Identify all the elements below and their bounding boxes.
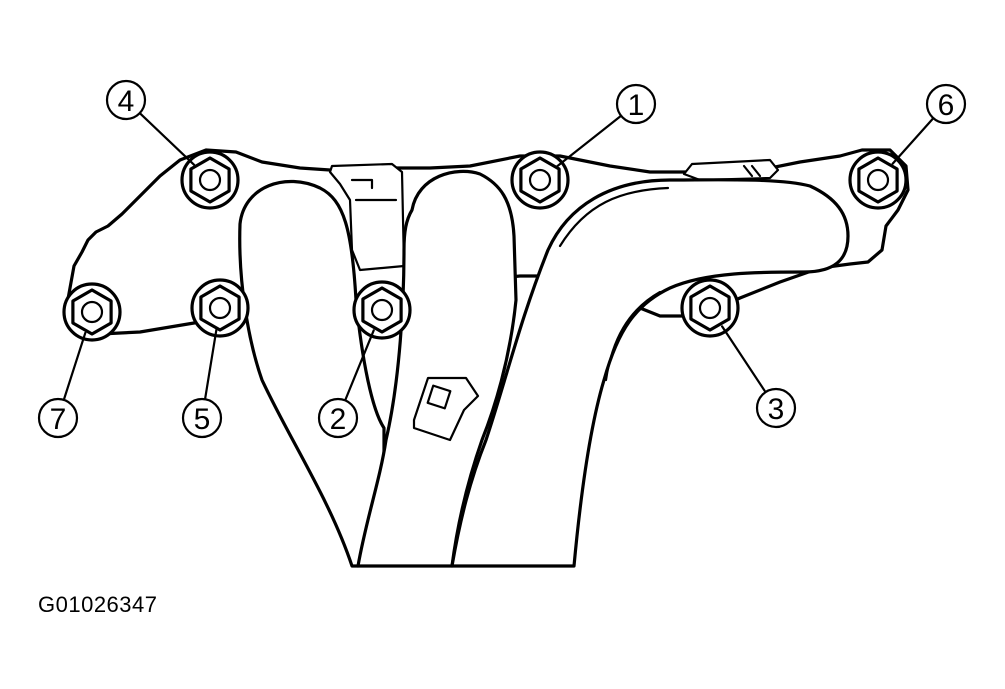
nut-2	[352, 280, 412, 340]
nut-3	[680, 278, 740, 338]
callout-circle-3	[755, 387, 797, 429]
callout-label-4: 4	[118, 85, 135, 118]
callout-circle-6	[925, 83, 967, 125]
bracket-right-detail	[742, 164, 762, 178]
callout-label-7: 7	[50, 403, 67, 436]
bracket-left-detail	[350, 178, 398, 202]
nut-group	[62, 150, 908, 342]
callout-label-6: 6	[938, 89, 955, 122]
leader-line-2	[344, 329, 375, 401]
sensor-boss-nut	[426, 384, 452, 410]
nut-stud-7	[80, 300, 104, 324]
nut-stud-3	[698, 296, 722, 320]
heat-shield-bracket-left	[328, 162, 406, 272]
callout-label-2: 2	[330, 403, 347, 436]
leader-line-1	[556, 115, 622, 168]
nut-1	[510, 150, 570, 210]
nut-5	[190, 278, 250, 338]
callout-circle-5	[181, 397, 223, 439]
figure-code: G01026347	[38, 592, 158, 617]
runner-tube-3-inner	[558, 186, 670, 382]
callout-label-5: 5	[194, 403, 211, 436]
callout-circle-1	[615, 83, 657, 125]
nut-stud-5	[208, 296, 232, 320]
callout-circle-7	[37, 397, 79, 439]
callout-label-3: 3	[768, 393, 785, 426]
leader-line-3	[720, 325, 767, 393]
nut-stud-6	[866, 168, 890, 192]
leader-line-4	[139, 112, 196, 166]
runner-tube-3	[450, 178, 850, 568]
nut-stud-2	[370, 298, 394, 322]
heat-shield-bracket-right	[682, 158, 780, 182]
nut-stud-1	[528, 168, 552, 192]
nut-7	[62, 282, 122, 342]
leader-line-5	[204, 328, 218, 400]
callout-circle-4	[105, 79, 147, 121]
callout-circle-2	[317, 397, 359, 439]
nut-stud-4	[198, 168, 222, 192]
callout-group: 1 2 3 4 5 6 7	[37, 79, 967, 439]
leader-line-7	[62, 331, 87, 401]
nut-6	[848, 150, 908, 210]
leader-line-6	[891, 117, 934, 165]
nut-4	[180, 150, 240, 210]
callout-label-1: 1	[628, 89, 645, 122]
